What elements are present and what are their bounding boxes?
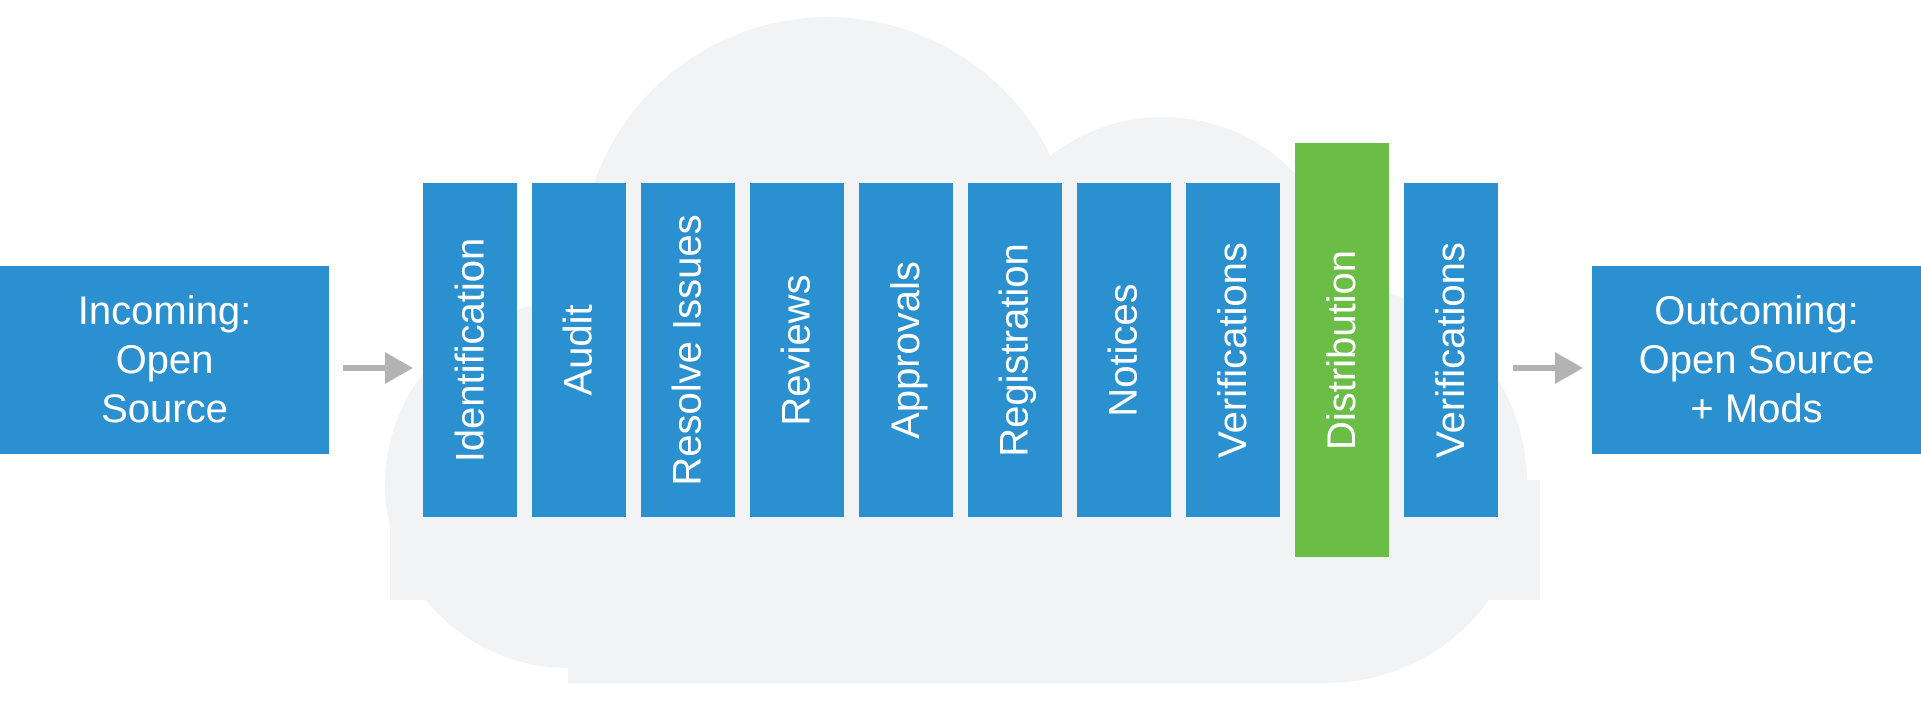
- step-label: Verifications: [1429, 242, 1474, 458]
- incoming-line-2: Open: [115, 337, 214, 382]
- outgoing-box: Outcoming: Open Source + Mods: [1592, 266, 1921, 454]
- incoming-line-1: Incoming:: [77, 288, 252, 333]
- arrow-right-icon: [1513, 352, 1583, 384]
- step-verifications-final: Verifications: [1404, 183, 1498, 517]
- step-label: Distribution: [1320, 249, 1365, 451]
- step-approvals: Approvals: [859, 183, 953, 517]
- step-resolve-issues: Resolve Issues: [641, 183, 735, 517]
- step-label: Identification: [448, 237, 492, 463]
- step-verifications: Verifications: [1186, 183, 1280, 517]
- step-label: Audit: [556, 304, 601, 396]
- step-registration: Registration: [968, 183, 1062, 517]
- step-label: Notices: [1102, 283, 1147, 417]
- step-audit: Audit: [532, 183, 626, 517]
- step-label: Verifications: [1211, 242, 1256, 458]
- step-notices: Notices: [1077, 183, 1171, 517]
- outgoing-line-2: Open Source: [1638, 337, 1875, 382]
- step-distribution: Distribution: [1295, 143, 1389, 557]
- step-label: Resolve Issues: [666, 214, 711, 486]
- step-reviews: Reviews: [750, 183, 844, 517]
- step-label: Approvals: [884, 261, 928, 439]
- incoming-box: Incoming: Open Source: [0, 266, 329, 454]
- step-label: Registration: [993, 243, 1037, 457]
- outgoing-line-3: + Mods: [1690, 386, 1823, 431]
- outgoing-line-1: Outcoming:: [1654, 288, 1859, 333]
- step-identification: Identification: [423, 183, 517, 517]
- arrow-right-icon: [343, 352, 413, 384]
- step-label: Reviews: [775, 274, 819, 426]
- incoming-line-3: Source: [101, 386, 228, 431]
